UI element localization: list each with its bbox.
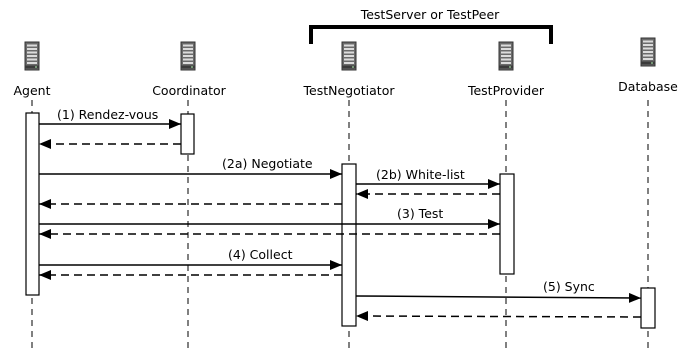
participant-label-database: Database [618,79,678,94]
server-tower-icon [180,41,196,71]
activation-bar-testprovider [499,173,515,275]
message-label-sync: (5) Sync [543,279,595,294]
participant-label-testnegotiator: TestNegotiator [303,83,396,98]
group-label: TestServer or TestPeer [360,7,500,22]
return-arrow-database-negotiator [355,311,642,322]
message-label-whitelist: (2b) White-list [376,167,465,182]
message-label-rendezvous: (1) Rendez-vous [57,107,158,122]
server-tower-icon [640,37,656,67]
participant-label-coordinator: Coordinator [152,83,226,98]
group-bracket [309,25,553,44]
server-tower-icon [498,41,514,71]
activation-bar-coordinator [180,113,195,155]
activation-bar-database [640,287,656,329]
message-label-test: (3) Test [397,206,443,221]
message-label-collect: (4) Collect [228,247,293,262]
server-tower-icon [24,41,40,71]
activation-bar-testnegotiator [341,163,357,327]
message-arrow-sync [355,292,642,303]
participant-label-testprovider: TestProvider [467,83,545,98]
participant-label-agent: Agent [14,83,51,98]
message-label-negotiate: (2a) Negotiate [222,156,313,171]
activation-bar-agent [25,112,40,296]
server-tower-icon [341,41,357,71]
